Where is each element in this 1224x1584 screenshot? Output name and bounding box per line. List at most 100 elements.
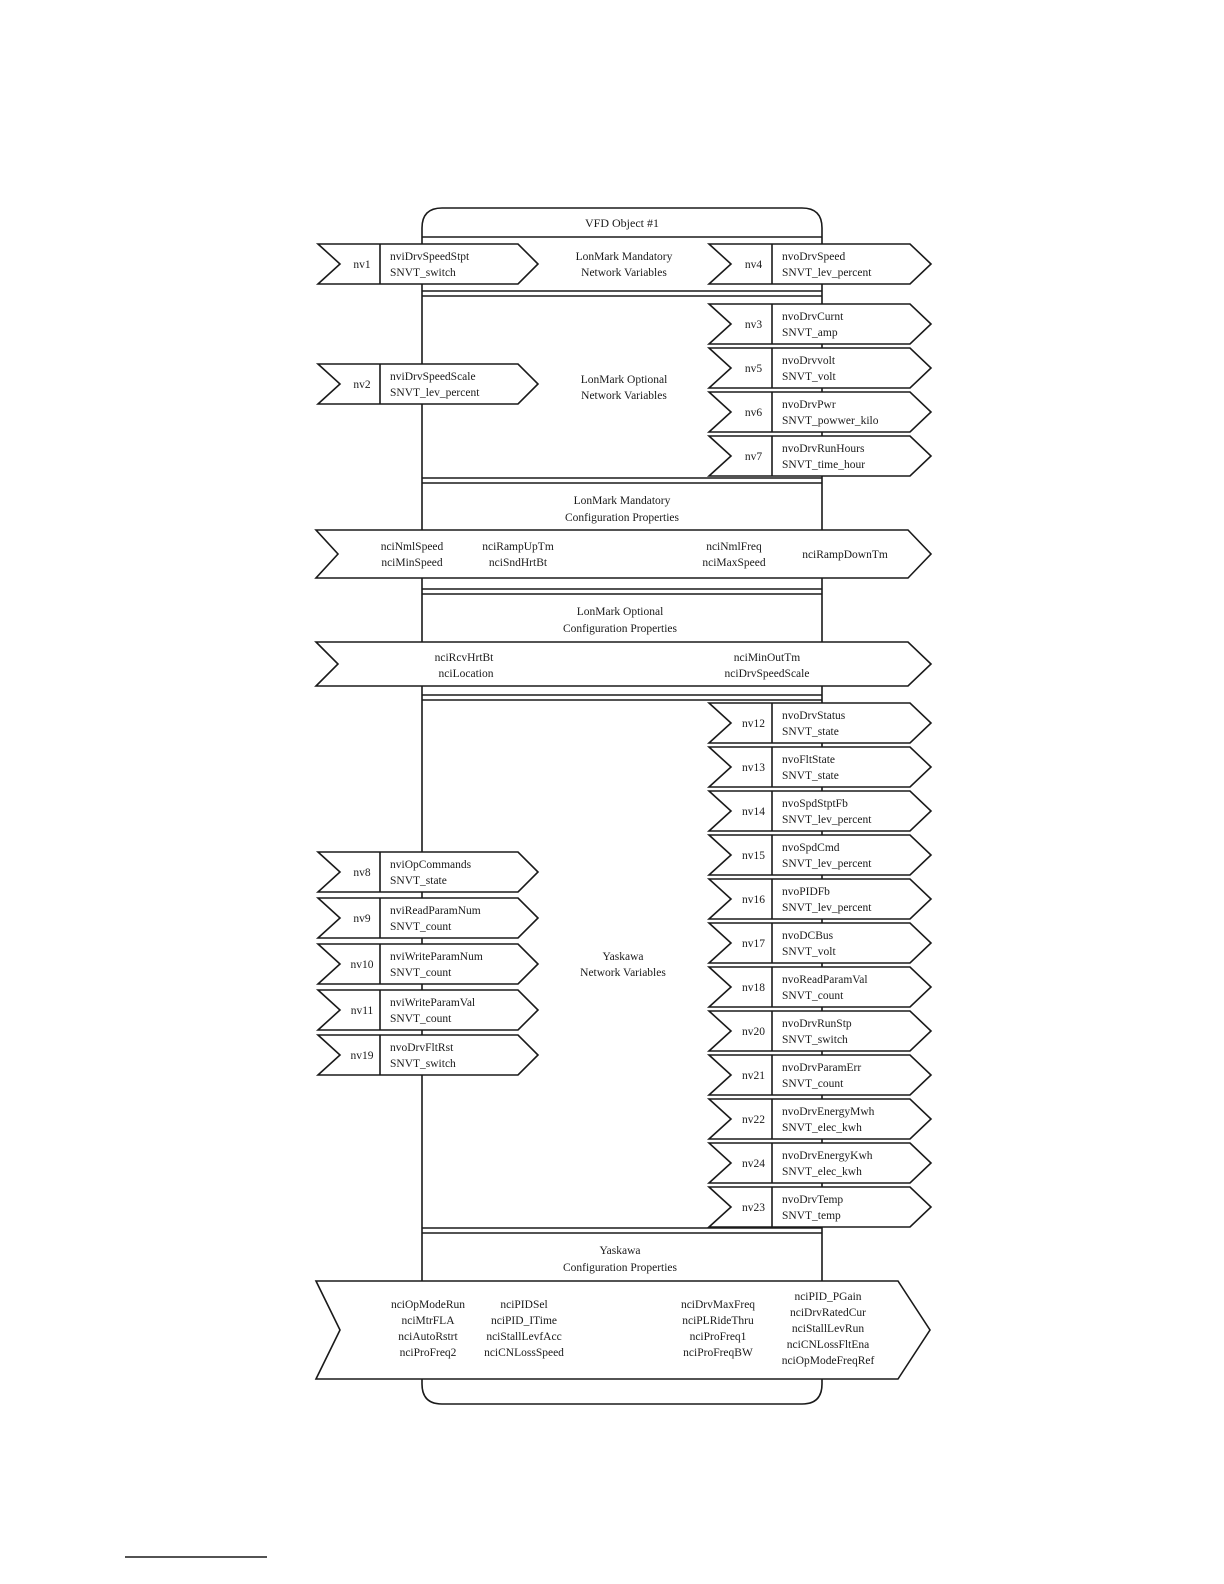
nv-name: nvoDrvTemp: [782, 1194, 843, 1206]
svg-text:nciRcvHrtBt: nciRcvHrtBt: [435, 652, 495, 664]
nv-name: nviWriteParamNum: [390, 951, 483, 963]
svg-text:nciMinSpeed: nciMinSpeed: [381, 557, 443, 569]
nv-type: SNVT_lev_percent: [390, 387, 480, 399]
config-band-mandatory: nciNmlSpeed nciMinSpeed nciRampUpTm nciS…: [314, 529, 933, 579]
svg-text:nciSndHrtBt: nciSndHrtBt: [489, 557, 548, 569]
svg-text:nciNmlSpeed: nciNmlSpeed: [381, 541, 444, 553]
nv-arrow-shape: [706, 878, 933, 920]
nv-index: nv15: [742, 850, 765, 862]
nv-name: nvoDrvPwr: [782, 399, 836, 411]
nv-name: nvoDrvvolt: [782, 355, 836, 367]
svg-text:Configuration Properties: Configuration Properties: [563, 623, 678, 635]
nv-index: nv20: [742, 1026, 765, 1038]
nv-arrow-shape: [706, 966, 933, 1008]
nv-index: nv5: [745, 363, 763, 375]
nv-type: SNVT_count: [390, 967, 452, 979]
section-label-yaskawa-nv: Yaskawa Network Variables: [580, 951, 666, 979]
nv-arrow-shape: [315, 943, 540, 985]
nv-name: nvoFltState: [782, 754, 835, 766]
nv-index: nv7: [745, 451, 763, 463]
nv-arrow-shape: [315, 363, 540, 405]
nv-arrow-shape: [706, 834, 933, 876]
nv-arrow-shape: [315, 989, 540, 1031]
svg-text:LonMark Mandatory: LonMark Mandatory: [574, 495, 671, 507]
svg-text:nciRampUpTm: nciRampUpTm: [482, 541, 554, 553]
svg-text:Yaskawa: Yaskawa: [600, 1245, 641, 1257]
section-separators: [422, 290, 822, 1234]
nv-type: SNVT_state: [782, 726, 839, 738]
svg-text:nciProFreqBW: nciProFreqBW: [683, 1347, 753, 1359]
svg-text:Network Variables: Network Variables: [580, 967, 666, 979]
nv-index: nv17: [742, 938, 765, 950]
nv-arrow-shape: [706, 1186, 933, 1228]
nv-type: SNVT_count: [782, 990, 844, 1002]
svg-text:nciPID_ITime: nciPID_ITime: [491, 1315, 557, 1327]
nv-type: SNVT_amp: [782, 327, 838, 339]
nv-arrow-shape: [706, 790, 933, 832]
svg-text:nciCNLossFltEna: nciCNLossFltEna: [787, 1339, 869, 1351]
section-label-optional-cp: LonMark Optional Configuration Propertie…: [563, 606, 678, 635]
svg-text:LonMark Optional: LonMark Optional: [581, 374, 668, 386]
nv-index: nv2: [353, 379, 371, 391]
svg-text:LonMark Optional: LonMark Optional: [577, 606, 664, 618]
nv-arrow-shape: [706, 347, 933, 389]
object-outline: [421, 207, 823, 1405]
nv-name: nvoReadParamVal: [782, 974, 868, 986]
nv-name: nvoSpdStptFb: [782, 798, 848, 810]
nv-arrow-shape: [706, 243, 933, 285]
nv-arrow-shape: [315, 1034, 540, 1076]
nv-type: SNVT_time_hour: [782, 459, 865, 471]
svg-text:nciStallLevRun: nciStallLevRun: [792, 1323, 864, 1335]
nv-name: nviOpCommands: [390, 859, 472, 871]
nv-arrow-shape: [706, 1010, 933, 1052]
nv-name: nvoDrvEnergyMwh: [782, 1106, 875, 1118]
nv-index: nv21: [742, 1070, 765, 1082]
nv-name: nvoDrvEnergyKwh: [782, 1150, 873, 1162]
nv-type: SNVT_count: [782, 1078, 844, 1090]
nv-name: nvoDrvFltRst: [390, 1042, 454, 1054]
section-label-mandatory-cp: LonMark Mandatory Configuration Properti…: [565, 495, 680, 524]
nv-name: nvoSpdCmd: [782, 842, 840, 854]
svg-text:nciOpModeFreqRef: nciOpModeFreqRef: [782, 1355, 875, 1367]
nv-index: nv11: [351, 1005, 374, 1017]
nv-type: SNVT_count: [390, 921, 452, 933]
nv-type: SNVT_elec_kwh: [782, 1166, 862, 1178]
nv-name: nvoDCBus: [782, 930, 834, 942]
nv-index: nv9: [353, 913, 371, 925]
svg-text:nciLocation: nciLocation: [439, 668, 494, 680]
svg-text:Configuration Properties: Configuration Properties: [563, 1262, 678, 1274]
nv-type: SNVT_switch: [782, 1034, 848, 1046]
nv-arrow-shape: [706, 391, 933, 433]
nv-arrow-shape: [706, 435, 933, 477]
nv-type: SNVT_state: [390, 875, 447, 887]
nv-type: SNVT_lev_percent: [782, 902, 872, 914]
nv-type: SNVT_volt: [782, 371, 836, 383]
nv-name: nviWriteParamVal: [390, 997, 475, 1009]
nv-name: nvoDrvRunHours: [782, 443, 865, 455]
svg-text:nciMaxSpeed: nciMaxSpeed: [702, 557, 765, 569]
svg-text:nciDrvMaxFreq: nciDrvMaxFreq: [681, 1299, 755, 1311]
nv-index: nv6: [745, 407, 763, 419]
svg-text:nciOpModeRun: nciOpModeRun: [391, 1299, 465, 1311]
svg-text:nciMtrFLA: nciMtrFLA: [401, 1315, 455, 1327]
svg-text:Network Variables: Network Variables: [581, 267, 667, 279]
object-title: VFD Object #1: [585, 216, 659, 230]
nv-type: SNVT_count: [390, 1013, 452, 1025]
nv-type: SNVT_volt: [782, 946, 836, 958]
nv-name: nvoDrvSpeed: [782, 251, 845, 263]
